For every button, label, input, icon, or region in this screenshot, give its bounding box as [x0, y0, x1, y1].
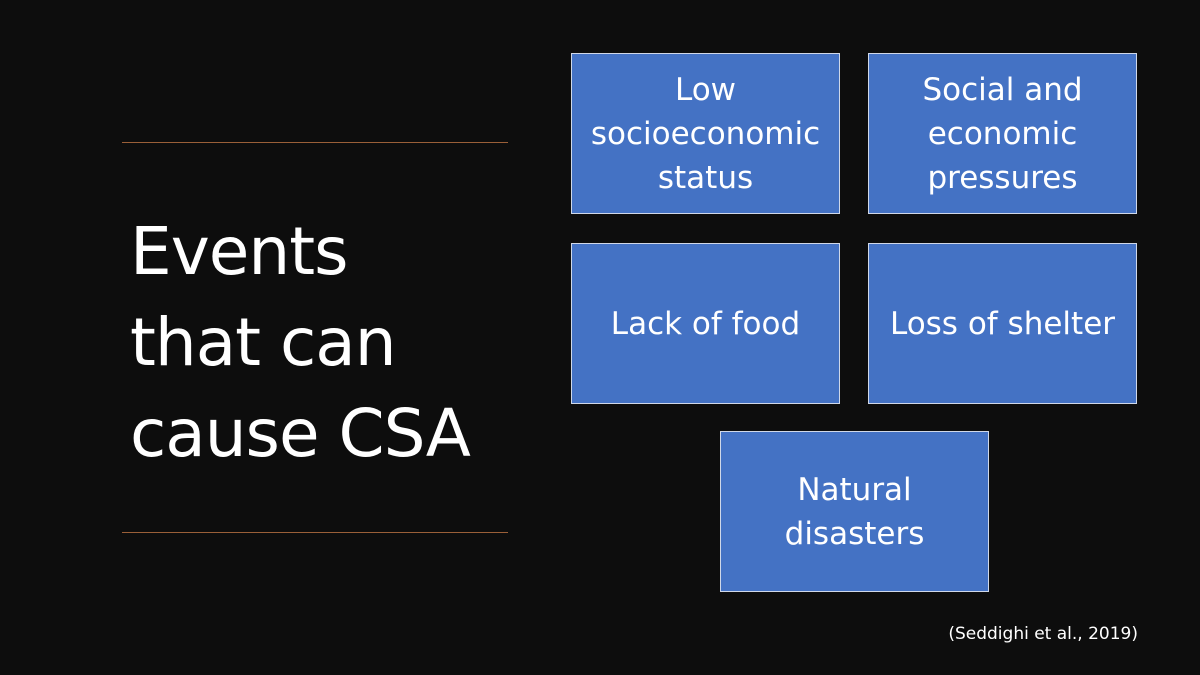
- box-label: Loss of shelter: [889, 305, 1116, 342]
- title-line: Events: [130, 213, 348, 290]
- top-divider: [122, 142, 508, 143]
- box-label: Lack of food: [610, 305, 801, 342]
- box-lack-of-food: Lack of food: [571, 243, 840, 404]
- citation: (Seddighi et al., 2019): [948, 624, 1138, 644]
- title-line: cause CSA: [130, 395, 471, 472]
- box-label: Low socioeconomic status: [590, 71, 821, 196]
- slide-title: Events that can cause CSA: [130, 206, 471, 479]
- title-line: that can: [130, 304, 397, 381]
- bottom-divider: [122, 532, 508, 533]
- box-label: Natural disasters: [784, 471, 925, 552]
- box-label: Social and economic pressures: [922, 71, 1083, 196]
- box-natural-disasters: Natural disasters: [720, 431, 989, 592]
- box-low-socioeconomic-status: Low socioeconomic status: [571, 53, 840, 214]
- box-loss-of-shelter: Loss of shelter: [868, 243, 1137, 404]
- box-social-economic-pressures: Social and economic pressures: [868, 53, 1137, 214]
